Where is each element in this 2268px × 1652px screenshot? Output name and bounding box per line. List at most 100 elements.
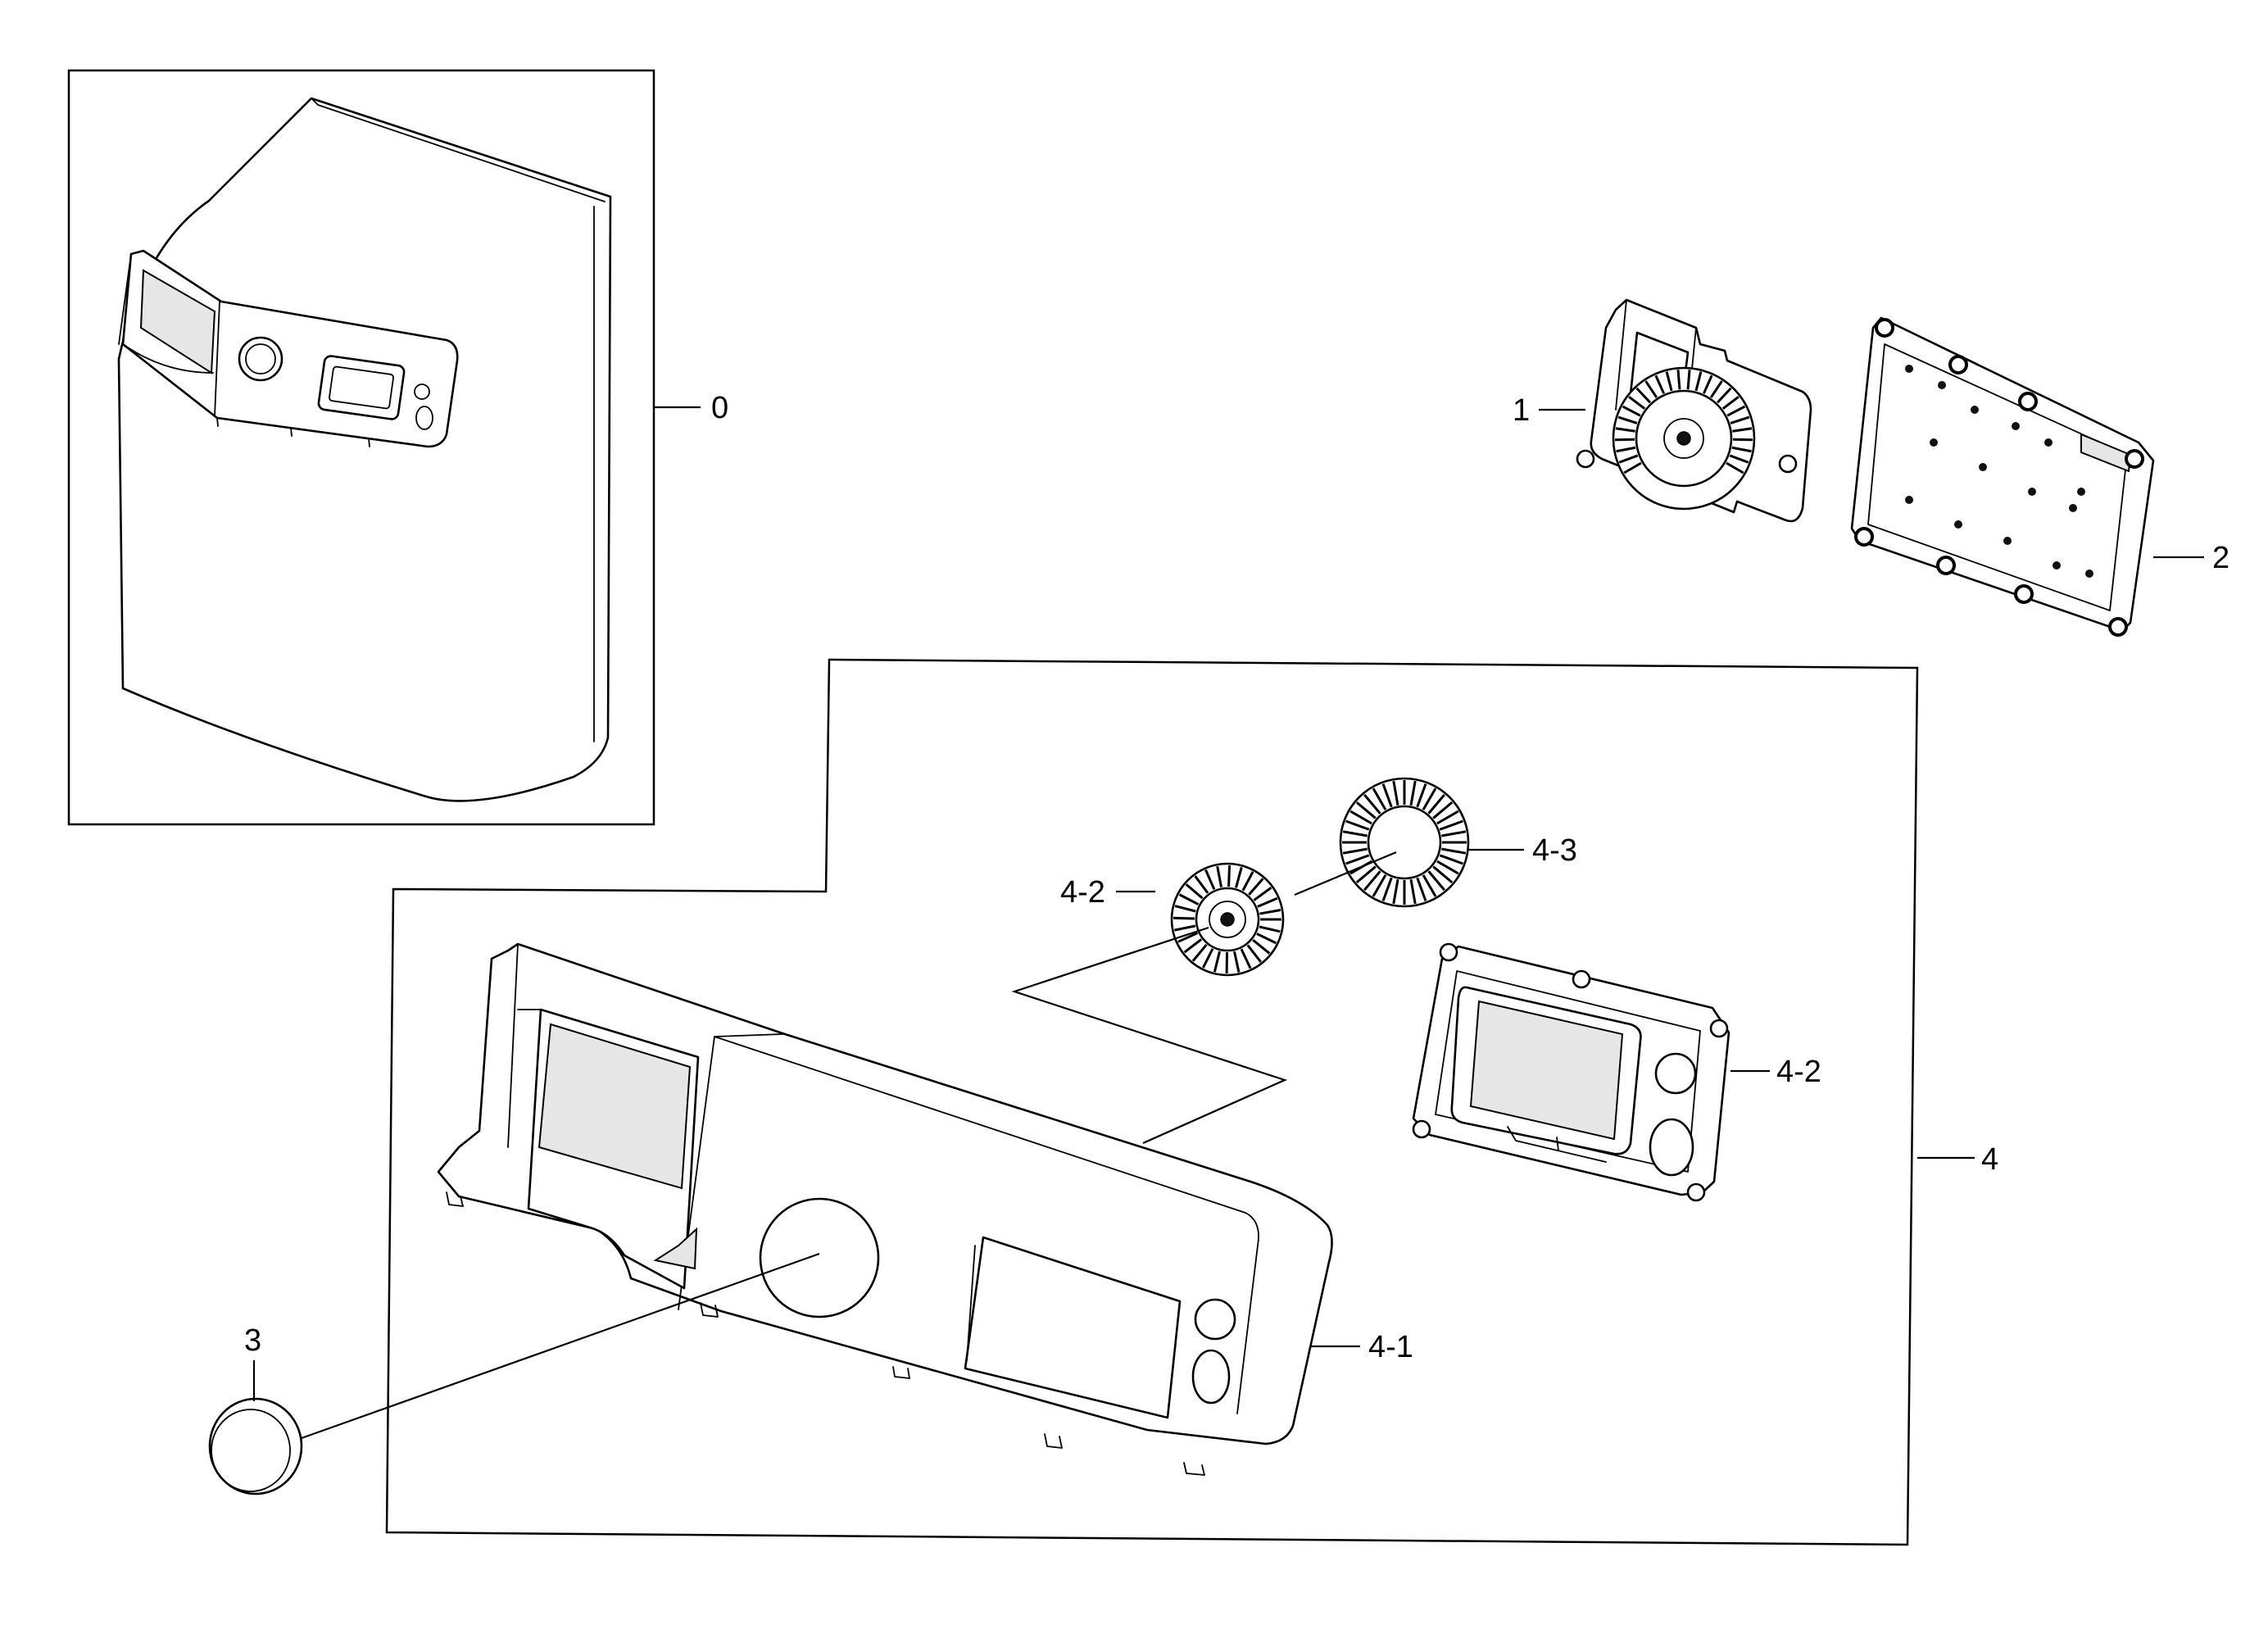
pcb-component-dot: [2012, 422, 2020, 430]
pcb-mounting-boss: [1875, 318, 1894, 338]
tooth-mark: [1416, 877, 1427, 901]
tooth-mark: [1726, 461, 1744, 474]
tooth-mark: [1349, 810, 1372, 825]
pcb-component-dot: [1930, 438, 1938, 447]
tooth-mark: [1235, 866, 1243, 888]
tooth-mark: [1616, 446, 1636, 453]
callout-4-2b: 4-2: [1776, 1055, 1821, 1089]
pcb-component-dot: [2053, 561, 2061, 570]
tooth-mark: [1729, 454, 1749, 464]
part-4-1-control-panel: [437, 942, 1333, 1476]
part-0-appliance: [117, 97, 612, 802]
tooth-mark: [1676, 370, 1681, 390]
tooth-mark: [1213, 951, 1221, 973]
tooth-mark: [1644, 380, 1658, 398]
callout-3: 3: [244, 1323, 261, 1358]
tooth-mark: [1427, 870, 1446, 892]
tooth-mark: [1441, 847, 1467, 855]
pcb-component-dot: [1905, 496, 1913, 504]
tooth-mark: [1216, 865, 1223, 887]
tooth-mark: [1732, 427, 1753, 433]
callout-1: 1: [1513, 393, 1530, 428]
pcb-component-dot: [2044, 438, 2053, 447]
tooth-mark: [1654, 374, 1665, 394]
tooth-mark: [1178, 893, 1200, 905]
tooth-mark: [1409, 780, 1417, 806]
tooth-mark: [1623, 461, 1642, 474]
part-4-2-encoder: [1170, 862, 1285, 977]
encoder-teeth: [1614, 370, 1753, 474]
tooth-mark: [1709, 380, 1723, 398]
tooth-mark: [1436, 810, 1459, 825]
tooth-mark: [1345, 854, 1370, 865]
explosion-line-knob: [301, 1252, 820, 1440]
tooth-mark: [1703, 374, 1713, 394]
part-2-pcb-assembly: [1850, 316, 2155, 637]
callout-0: 0: [711, 391, 728, 425]
tooth-mark: [1177, 932, 1199, 943]
tooth-mark: [1686, 370, 1691, 390]
pcb-mounting-boss: [2014, 584, 2034, 604]
tooth-mark: [1381, 877, 1393, 901]
pcb-mounting-boss: [2108, 617, 2128, 637]
pcb-component-dot: [1971, 406, 1979, 414]
callout-2: 2: [2212, 541, 2229, 575]
tooth-mark: [1409, 879, 1417, 905]
callout-4-1: 4-1: [1368, 1330, 1413, 1364]
tooth-mark: [1241, 871, 1254, 892]
tooth-mark: [1427, 793, 1446, 815]
pcb-component-dot: [1905, 365, 1913, 373]
tooth-mark: [1355, 801, 1377, 819]
pcb-mounting-boss: [1936, 556, 1956, 575]
tooth-mark: [1432, 865, 1454, 884]
tooth-mark: [1342, 830, 1368, 837]
tooth-mark: [1246, 944, 1262, 963]
tooth-mark: [1259, 909, 1281, 915]
tooth-mark: [1252, 938, 1271, 955]
tooth-mark: [1732, 438, 1753, 442]
pcb-mounting-boss: [1854, 527, 1874, 547]
pcb-component-dot: [2028, 488, 2036, 496]
callout-4-3: 4-3: [1532, 833, 1577, 868]
assembly-4-frame: [385, 658, 1919, 1546]
tooth-mark: [1432, 801, 1454, 819]
tooth-mark: [1342, 847, 1368, 855]
pcb-component-dot: [2077, 488, 2085, 496]
pcb-component-dot: [2003, 537, 2012, 545]
tooth-mark: [1392, 780, 1399, 806]
tooth-mark: [1615, 427, 1635, 433]
tooth-mark: [1416, 783, 1427, 808]
tooth-mark: [1422, 874, 1437, 897]
part-4-2-display-board: [1412, 942, 1730, 1202]
tooth-mark: [1174, 924, 1196, 932]
tooth-mark: [1257, 896, 1278, 908]
dial-ring-teeth: [1342, 780, 1467, 905]
tooth-mark: [1617, 415, 1638, 424]
assembly-0-frame: [67, 69, 655, 826]
tooth-mark: [1436, 860, 1459, 875]
tooth-mark: [1202, 948, 1214, 969]
tooth-mark: [1721, 396, 1740, 410]
tooth-mark: [1174, 905, 1196, 913]
pcb-component-dot: [1979, 463, 1987, 471]
tooth-mark: [1355, 865, 1377, 884]
tooth-mark: [1173, 916, 1195, 920]
pcb-mounting-boss: [1948, 355, 1968, 374]
explosion-line-encoder: [1011, 926, 1288, 1145]
tooth-mark: [1191, 943, 1208, 962]
tooth-mark: [1233, 951, 1241, 973]
callout-4: 4: [1981, 1142, 1998, 1177]
tooth-mark: [1422, 787, 1437, 810]
tooth-mark: [1726, 405, 1746, 417]
tooth-mark: [1622, 405, 1641, 417]
pcb-mounting-boss: [2018, 392, 2038, 411]
tooth-mark: [1716, 387, 1732, 404]
tooth-mark: [1345, 819, 1370, 831]
tooth-mark: [1694, 371, 1703, 392]
tooth-mark: [1392, 879, 1399, 905]
pcb-component-dot: [2069, 504, 2077, 512]
tooth-mark: [1256, 933, 1277, 945]
tooth-mark: [1614, 438, 1635, 442]
part-1-knob-bracket: [1576, 298, 1812, 523]
